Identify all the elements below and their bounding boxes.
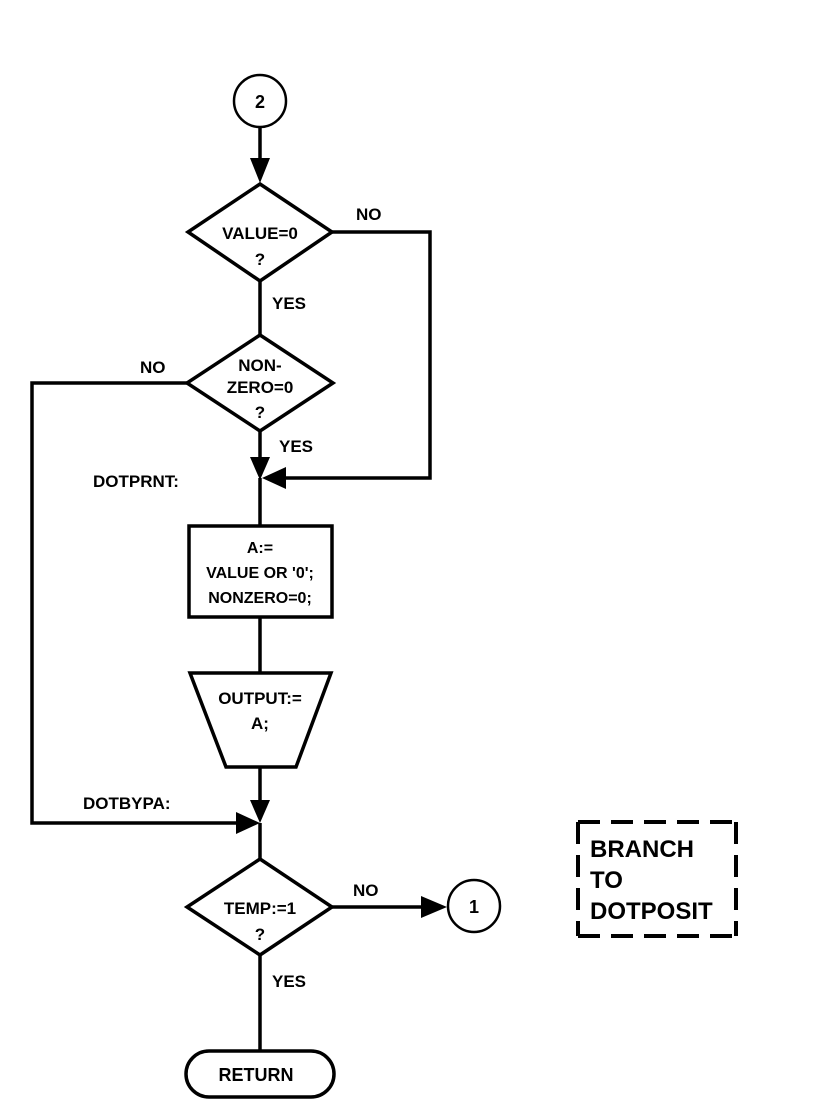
- terminal-text: RETURN: [219, 1065, 294, 1085]
- arrowhead: [250, 800, 270, 823]
- process-box: [187, 524, 334, 619]
- annotation-branch-to-dotposit: BRANCH TO DOTPOSIT: [576, 820, 738, 938]
- label-dotprnt: DOTPRNT:: [93, 472, 179, 491]
- connector-1: 1: [446, 878, 502, 934]
- edge-line: [285, 230, 432, 480]
- edge-line: [30, 381, 238, 825]
- output-trapezoid: [187, 671, 334, 769]
- decision-temp-one: TEMP:=1 ?: [183, 856, 336, 958]
- arrowhead: [250, 457, 270, 480]
- terminal-return: RETURN: [184, 1049, 336, 1099]
- annotation-text: DOTPOSIT: [590, 898, 713, 925]
- annotation-text: BRANCH: [590, 836, 694, 863]
- connector-label: 1: [469, 897, 479, 917]
- arrowhead: [250, 158, 270, 183]
- decision-text: NON-: [238, 356, 281, 375]
- branch-label-yes: YES: [272, 294, 306, 313]
- branch-label-no: NO: [356, 205, 382, 224]
- terminal-shape: [184, 1049, 336, 1099]
- decision-text: ?: [255, 403, 265, 422]
- decision-text: ?: [255, 925, 265, 944]
- process-assign-a: A:= VALUE OR '0'; NONZERO=0;: [187, 524, 334, 619]
- branch-label-yes: YES: [279, 437, 313, 456]
- label-dotbypa: DOTBYPA:: [83, 794, 171, 813]
- process-text: NONZERO=0;: [208, 590, 312, 607]
- arrowhead: [421, 896, 447, 918]
- output-text: OUTPUT:=: [218, 689, 302, 708]
- process-text: VALUE OR '0';: [206, 565, 314, 582]
- decision-text: ZERO=0: [227, 378, 294, 397]
- arrowhead: [262, 467, 286, 489]
- decision-text: TEMP:=1: [224, 899, 296, 918]
- connector-label: 2: [255, 92, 265, 112]
- branch-label-yes: YES: [272, 972, 306, 991]
- branch-label-no: NO: [353, 881, 379, 900]
- branch-label-no: NO: [140, 358, 166, 377]
- process-text: A:=: [247, 540, 273, 557]
- decision-nonzero-zero: NON- ZERO=0 ?: [183, 332, 337, 434]
- decision-text: ?: [255, 250, 265, 269]
- decision-value-zero: VALUE=0 ?: [184, 181, 336, 284]
- arrowhead: [236, 812, 260, 834]
- output-text: A;: [251, 714, 269, 733]
- connector-2: 2: [232, 73, 288, 129]
- decision-text: VALUE=0: [222, 224, 298, 243]
- output-a: OUTPUT:= A;: [187, 671, 334, 769]
- annotation-text: TO: [590, 867, 623, 894]
- connector-circle: [446, 878, 502, 934]
